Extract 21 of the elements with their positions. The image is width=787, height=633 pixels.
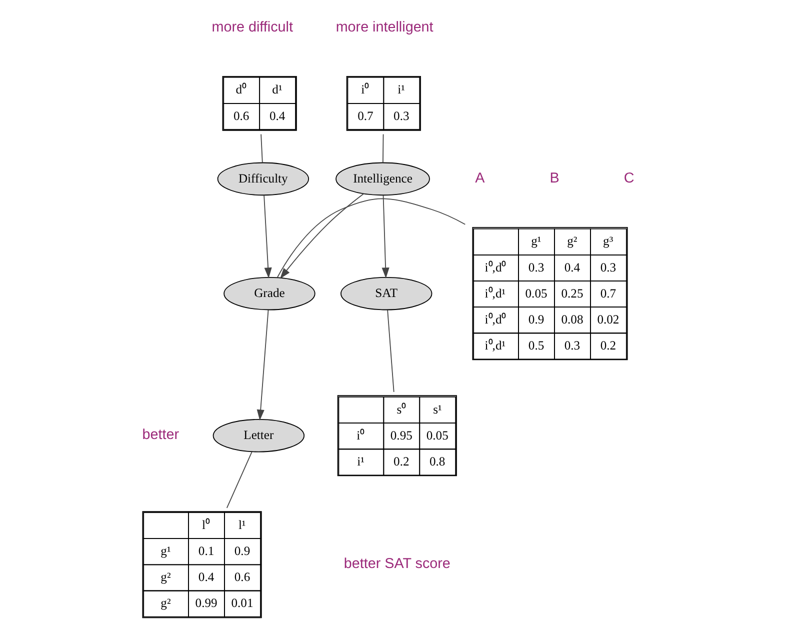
label: more difficult [211, 19, 292, 36]
arrow [279, 193, 364, 279]
label: B [549, 170, 559, 186]
arrow [263, 194, 272, 278]
connector [226, 451, 252, 508]
connector [260, 134, 262, 164]
connector [386, 310, 394, 392]
node-ellipse: SAT [340, 276, 432, 310]
label: better SAT score [343, 556, 450, 572]
node-ellipse: Intelligence [335, 162, 430, 196]
arrow [381, 194, 389, 278]
node-ellipse: Letter [212, 419, 304, 452]
node-ellipse: Grade [223, 276, 315, 310]
label: A [474, 170, 484, 186]
label: better [142, 427, 179, 444]
connector [276, 198, 466, 278]
node-ellipse: Difficulty [216, 162, 309, 196]
label: C [623, 170, 634, 186]
label: more intelligent [335, 19, 433, 36]
connector [382, 134, 384, 164]
arrow [256, 310, 268, 420]
